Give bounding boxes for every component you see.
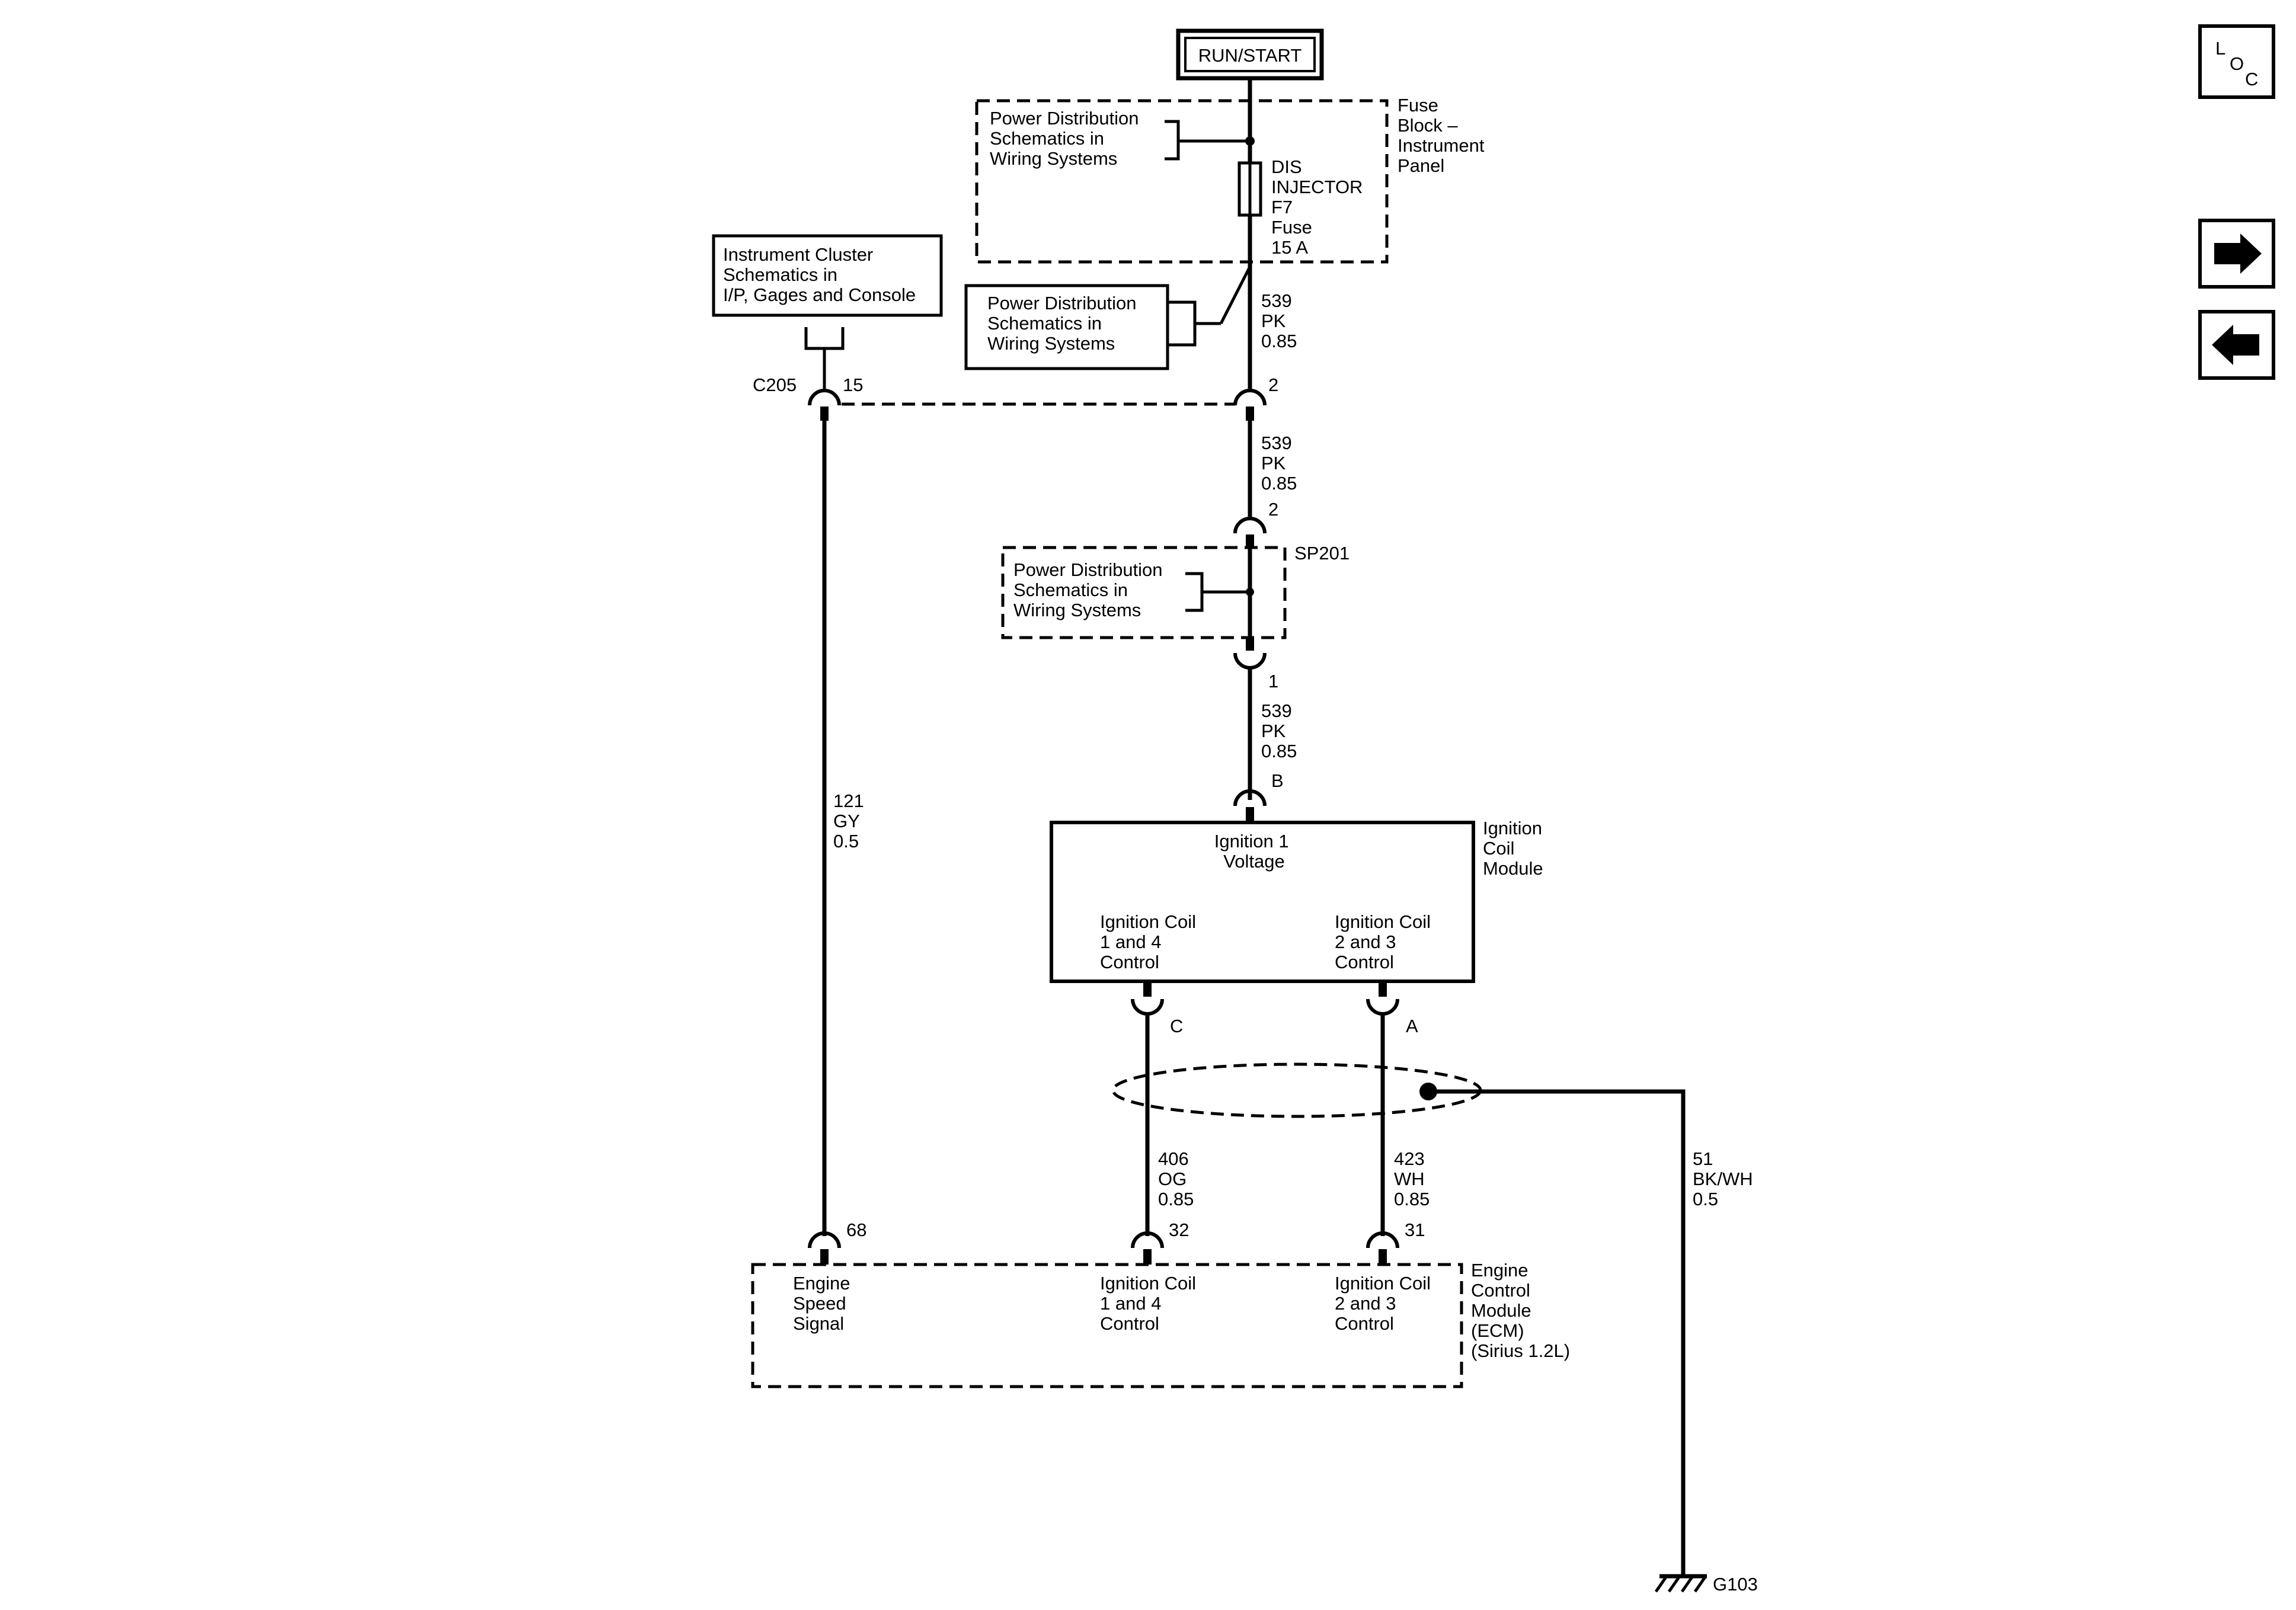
sp201-label: SP201 — [1294, 543, 1350, 564]
wire-406-label: 406 OG 0.85 — [1158, 1148, 1194, 1209]
wire-539-label-c: 539 PK 0.85 — [1261, 700, 1297, 761]
sp201-pin-1: 1 — [1268, 671, 1278, 692]
splice-sp201: 2 SP201 Power Distribution Schematics in… — [1001, 499, 1350, 692]
ecm-pin-31: 31 — [1405, 1219, 1425, 1240]
fuse-f7-label: DIS INJECTOR F7 Fuse 15 A — [1271, 156, 1368, 258]
fuse-block-power-dist-reference: Power Distribution Schematics in Wiring … — [990, 108, 1144, 169]
icm-control-2-3: Ignition Coil 2 and 3 Control — [1335, 911, 1436, 972]
wire-539-label-a: 539 PK 0.85 — [1261, 290, 1297, 351]
sp201-power-dist-reference: Power Distribution Schematics in Wiring … — [1013, 559, 1168, 620]
instrument-cluster-reference: Instrument Cluster Schematics in I/P, Ga… — [712, 234, 943, 389]
svg-text:L: L — [2215, 38, 2225, 59]
c205-label: C205 — [753, 375, 797, 395]
power-source-label: RUN/START — [1198, 45, 1302, 66]
arrow-right-icon — [2214, 233, 2262, 274]
wire-121-label: 121 GY 0.5 — [833, 790, 869, 852]
wire-539-label-b: 539 PK 0.85 — [1261, 433, 1297, 494]
ecm-name: Engine Control Module (ECM) (Sirius 1.2L… — [1471, 1260, 1570, 1361]
next-page-button[interactable] — [2198, 219, 2275, 289]
ecm-pin-32: 32 — [1169, 1219, 1189, 1240]
icm-pin-a: A — [1406, 1016, 1418, 1036]
engine-control-module: 68 32 31 Engine Speed Signal Ignition Co… — [751, 1219, 1570, 1388]
ground-g103-label: G103 — [1713, 1574, 1758, 1595]
ecm-engine-speed-signal: Engine Speed Signal — [793, 1273, 855, 1334]
power-dist-reference-2: Power Distribution Schematics in Wiring … — [964, 265, 1252, 370]
connector-c205: C205 15 2 — [753, 375, 1278, 421]
ground-g103: G103 — [1654, 1574, 1758, 1595]
shield-drain — [1111, 1062, 1686, 1576]
previous-page-button[interactable] — [2198, 310, 2275, 380]
ecm-control-2-3: Ignition Coil 2 and 3 Control — [1335, 1273, 1436, 1334]
ecm-pin-68: 68 — [846, 1219, 866, 1240]
icm-control-1-4: Ignition Coil 1 and 4 Control — [1100, 911, 1201, 972]
icm-pin-b: B — [1271, 770, 1284, 791]
fuse-block-name: Fuse Block – Instrument Panel — [1398, 95, 1489, 176]
sp201-pin-2: 2 — [1268, 499, 1278, 520]
wire-51-label: 51 BK/WH 0.5 — [1693, 1148, 1758, 1209]
location-button[interactable]: L O C — [2198, 24, 2275, 99]
icm-ignition1-voltage: Ignition 1 Voltage — [1214, 831, 1294, 872]
svg-text:Instrument Cluster Schem: Instrument Cluster Schematics in I/P, Ga… — [723, 244, 916, 305]
svg-text:O: O — [2230, 53, 2244, 74]
power-source-run-start: RUN/START — [1176, 28, 1324, 81]
location-icon: L O C — [2215, 38, 2258, 89]
svg-text:C: C — [2245, 69, 2258, 89]
ecm-control-1-4: Ignition Coil 1 and 4 Control — [1100, 1273, 1201, 1334]
ignition-coil-module: B Ignition Coil Module Ignition 1 Voltag… — [1050, 770, 1547, 1036]
wire-423-label: 423 WH 0.85 — [1394, 1148, 1430, 1209]
icm-name: Ignition Coil Module — [1483, 818, 1547, 879]
arrow-left-icon — [2212, 325, 2259, 365]
svg-text:Power Distribution Schem: Power Distribution Schematics in Wiring … — [987, 293, 1141, 354]
icm-pin-c: C — [1170, 1016, 1183, 1036]
c205-pin-2: 2 — [1268, 375, 1278, 395]
c205-pin-15: 15 — [843, 375, 863, 395]
fuse-block-instrument-panel: Fuse Block – Instrument Panel Power Dist… — [975, 95, 1489, 264]
